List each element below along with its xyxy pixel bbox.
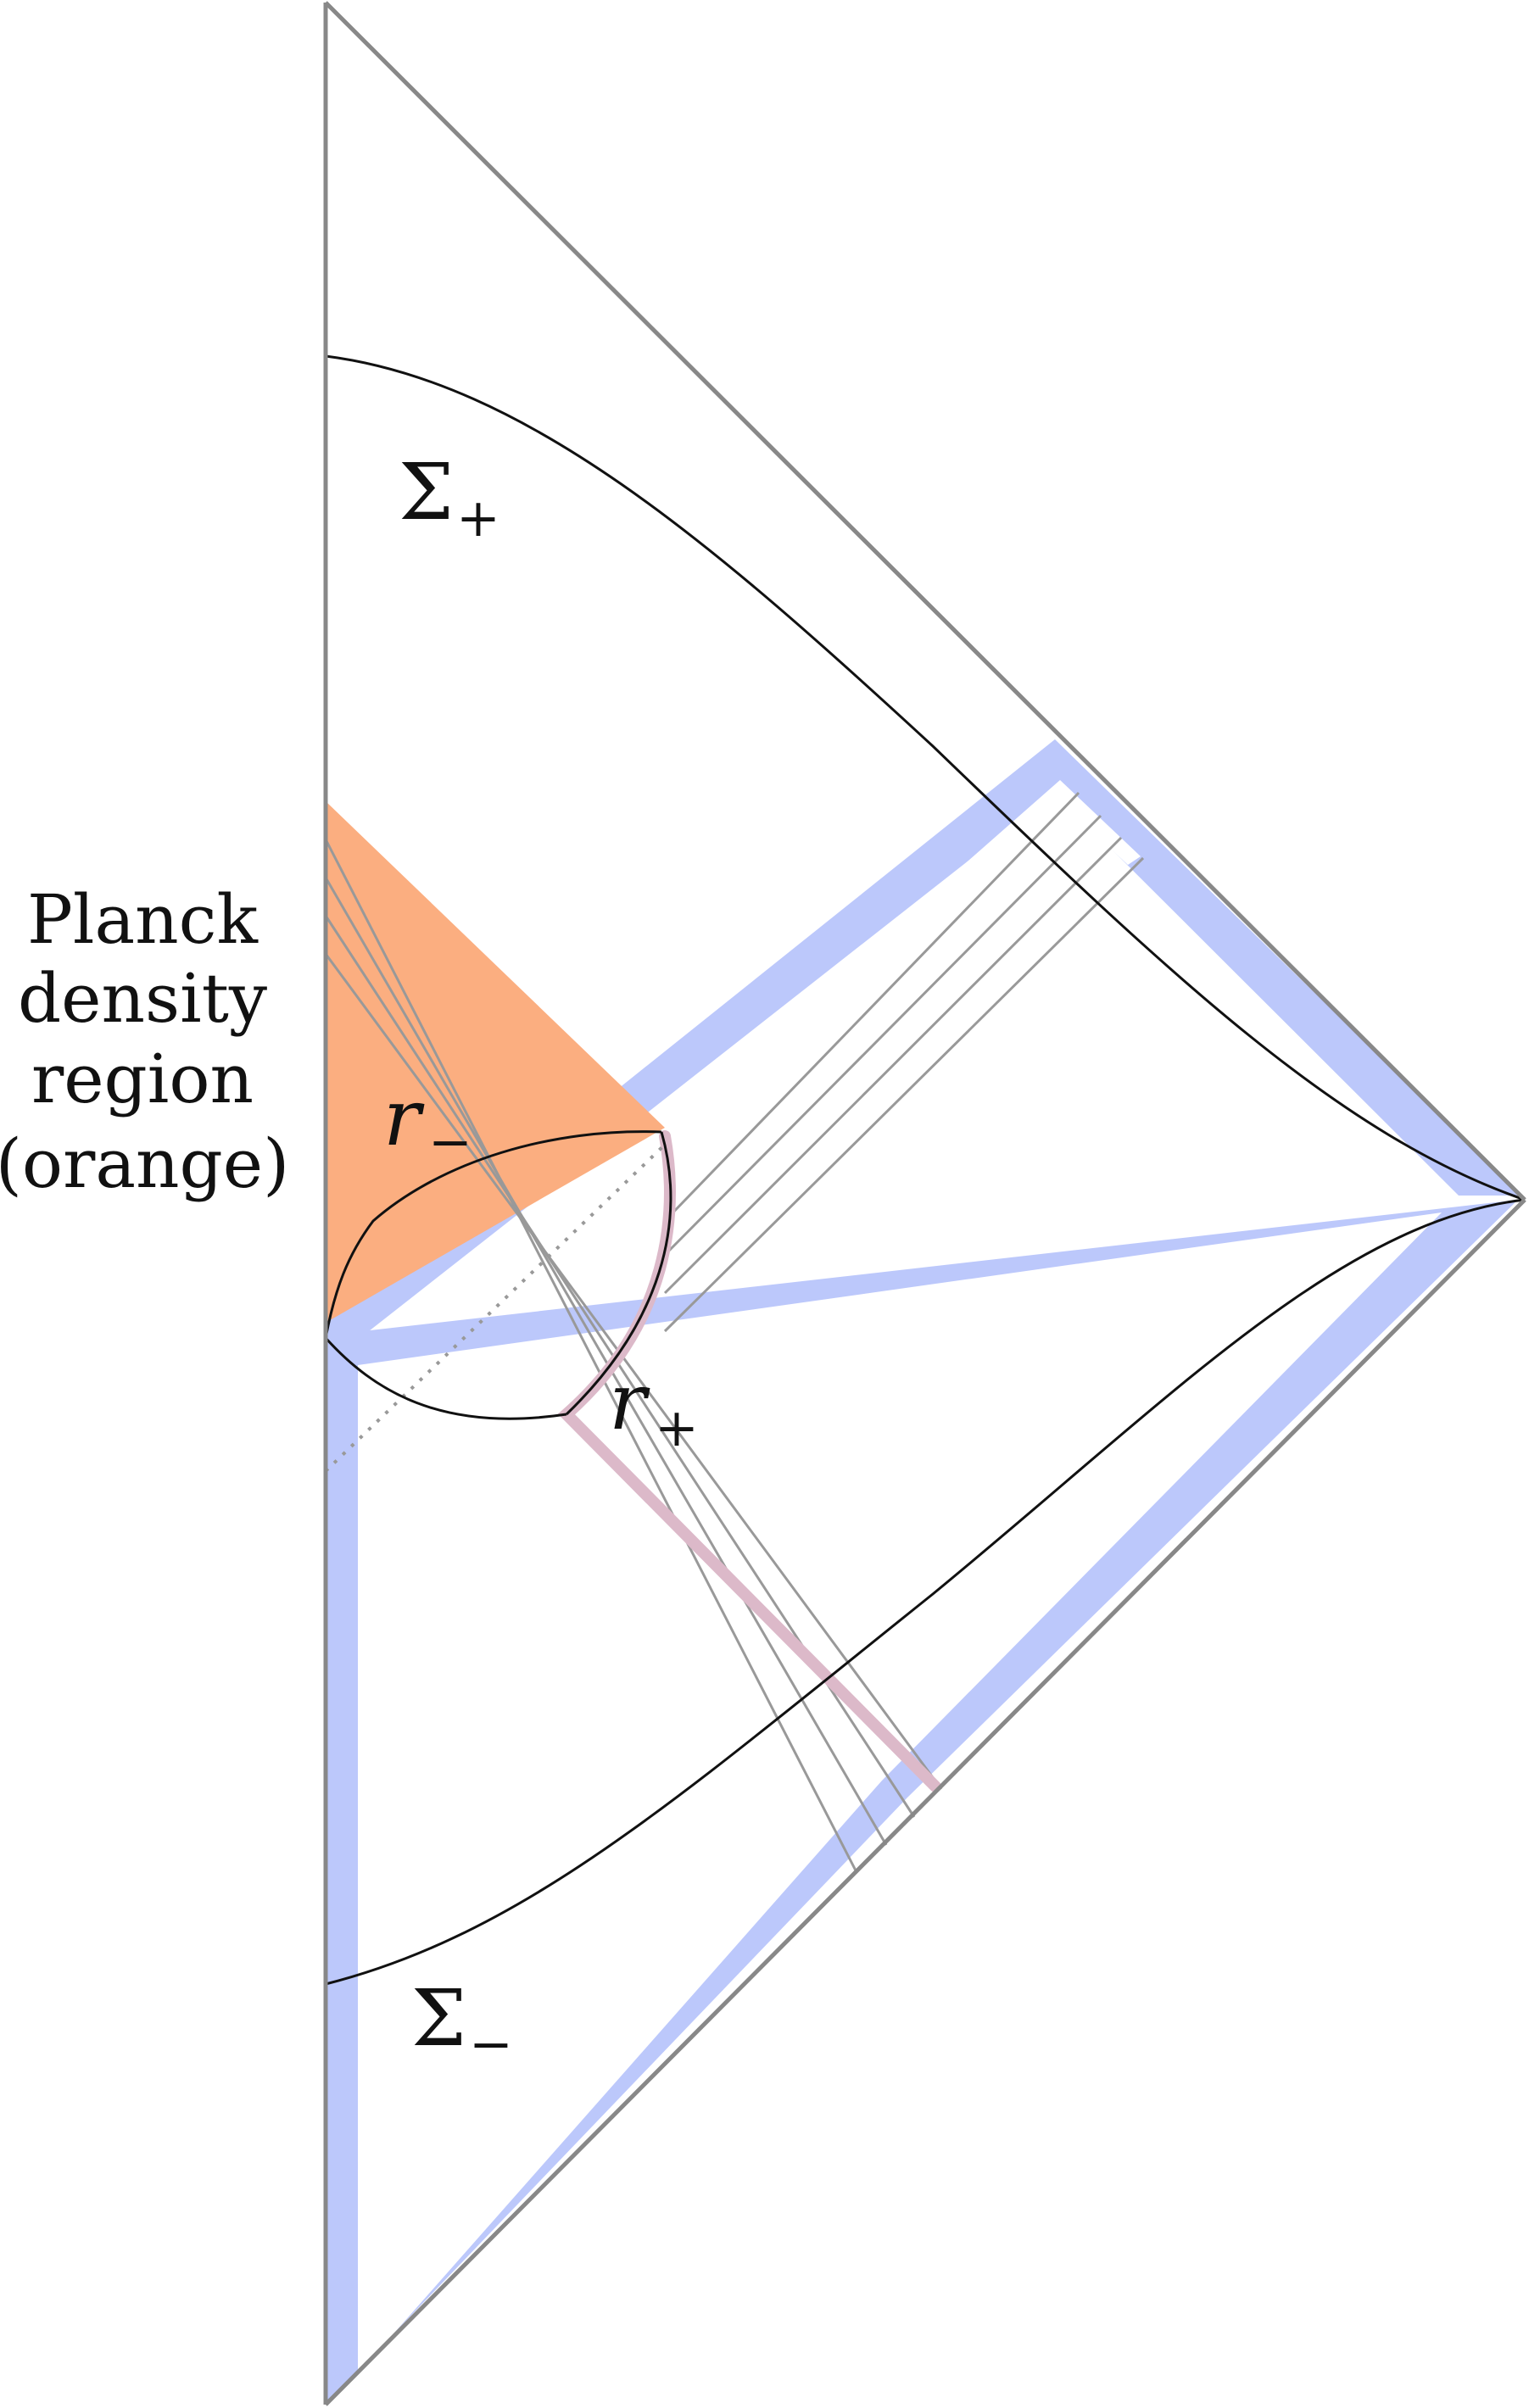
caption-line-1: Planck: [27, 880, 259, 959]
label-r-minus: r −: [383, 1073, 472, 1173]
blue-band-upper-gap: [665, 780, 1141, 1157]
null-ray: [663, 856, 1145, 1333]
caption-line-2: density: [18, 959, 267, 1038]
sigma-plus-subscript: +: [456, 487, 500, 549]
sigma-minus-symbol: Σ: [411, 1973, 466, 2064]
blue-band-upper-region: [326, 739, 1522, 1365]
dotted-null-line: [324, 1143, 667, 1473]
null-ray: [663, 791, 1080, 1223]
r-minus-curve: [324, 1130, 662, 1339]
r-minus-symbol: r: [383, 1073, 425, 1163]
sigma-minus-subscript: −: [469, 2013, 513, 2075]
blue-band-lower: [326, 1200, 1518, 2405]
caption-line-4: (orange): [0, 1124, 289, 1203]
planck-caption: Planck density region (orange): [0, 880, 289, 1203]
caption-line-3: region: [31, 1040, 254, 1118]
null-ray: [663, 814, 1102, 1257]
null-ray: [324, 839, 858, 1873]
label-sigma-minus: Σ −: [411, 1973, 513, 2075]
sigma-minus-curve: [325, 1198, 1526, 1986]
sigma-plus-symbol: Σ: [399, 447, 454, 538]
blue-band-lower-interior: [358, 1212, 1442, 2374]
diagram-frame: [323, 1, 1526, 2406]
null-ray: [324, 953, 943, 1790]
r-minus-subscript: −: [428, 1111, 472, 1173]
blue-band-upper: [326, 739, 1522, 1365]
null-ray: [324, 877, 888, 1846]
r-plus-curve: [324, 1336, 567, 1420]
r-plus-subscript: +: [655, 1396, 699, 1458]
lower-null-boundary: [324, 1198, 1526, 2406]
sigma-plus-curve: [325, 354, 1526, 1201]
upper-null-boundary: [324, 1, 1526, 1201]
planck-density-region: [326, 801, 665, 1323]
curves: [324, 354, 1526, 1986]
label-r-plus: r +: [609, 1357, 699, 1458]
label-sigma-plus: Σ +: [399, 447, 500, 549]
r-minus-right-edge: [565, 1131, 672, 1416]
r-plus-symbol: r: [609, 1357, 650, 1447]
null-ray: [663, 836, 1123, 1295]
